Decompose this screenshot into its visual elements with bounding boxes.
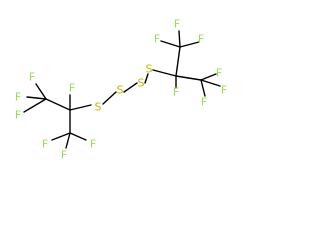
bond-c6-f13 [200,79,206,97]
bond-s3-s4 [144,73,149,84]
atom-f2: F [29,71,35,84]
atom-f5: F [42,138,48,151]
bond-c5-f11 [179,41,200,48]
atom-f8: F [173,86,179,99]
bond-c1-c2 [45,98,71,111]
bond-c6-f12 [200,73,217,81]
bond-c2-s1 [69,104,92,111]
atom-f4: F [69,82,75,95]
bond-c5-f10 [178,30,181,48]
structure-svg: F F F F F F F S S S S F F F F F F F [15,18,227,162]
bond-c1-f1 [26,96,47,100]
atom-labels: F F F F F F F S S S S F F F F F F F [15,18,227,162]
bond-c4-c5 [175,46,181,77]
bond-c1-f2 [35,83,47,100]
bonds [23,30,221,149]
atom-f7: F [90,138,96,151]
bond-c5-f9 [160,40,181,48]
atom-s4: S [146,63,153,76]
atom-f12: F [216,67,222,80]
atom-s1: S [95,101,102,114]
bond-s4-c4 [152,69,177,77]
atom-s2: S [117,84,124,97]
atom-f3: F [15,109,21,122]
bond-c3-f7 [69,132,87,141]
bond-c4-c6 [175,75,202,81]
molecule-diagram: F F F F F F F S S S S F F F F F F F [15,18,227,162]
bond-c1-f3 [23,98,47,113]
atom-f10: F [174,18,180,31]
bond-s2-s3 [123,82,138,93]
bond-s1-s2 [102,91,117,105]
atom-f9: F [154,33,160,46]
atom-f1: F [15,91,21,104]
atom-f6: F [61,149,67,162]
atom-f11: F [198,33,204,46]
atom-f14: F [221,84,227,97]
bond-c3-f6 [65,132,71,149]
atom-f13: F [201,96,207,109]
bond-c6-f14 [200,79,221,87]
bond-c3-f5 [51,132,71,141]
atom-s3: S [138,77,145,90]
